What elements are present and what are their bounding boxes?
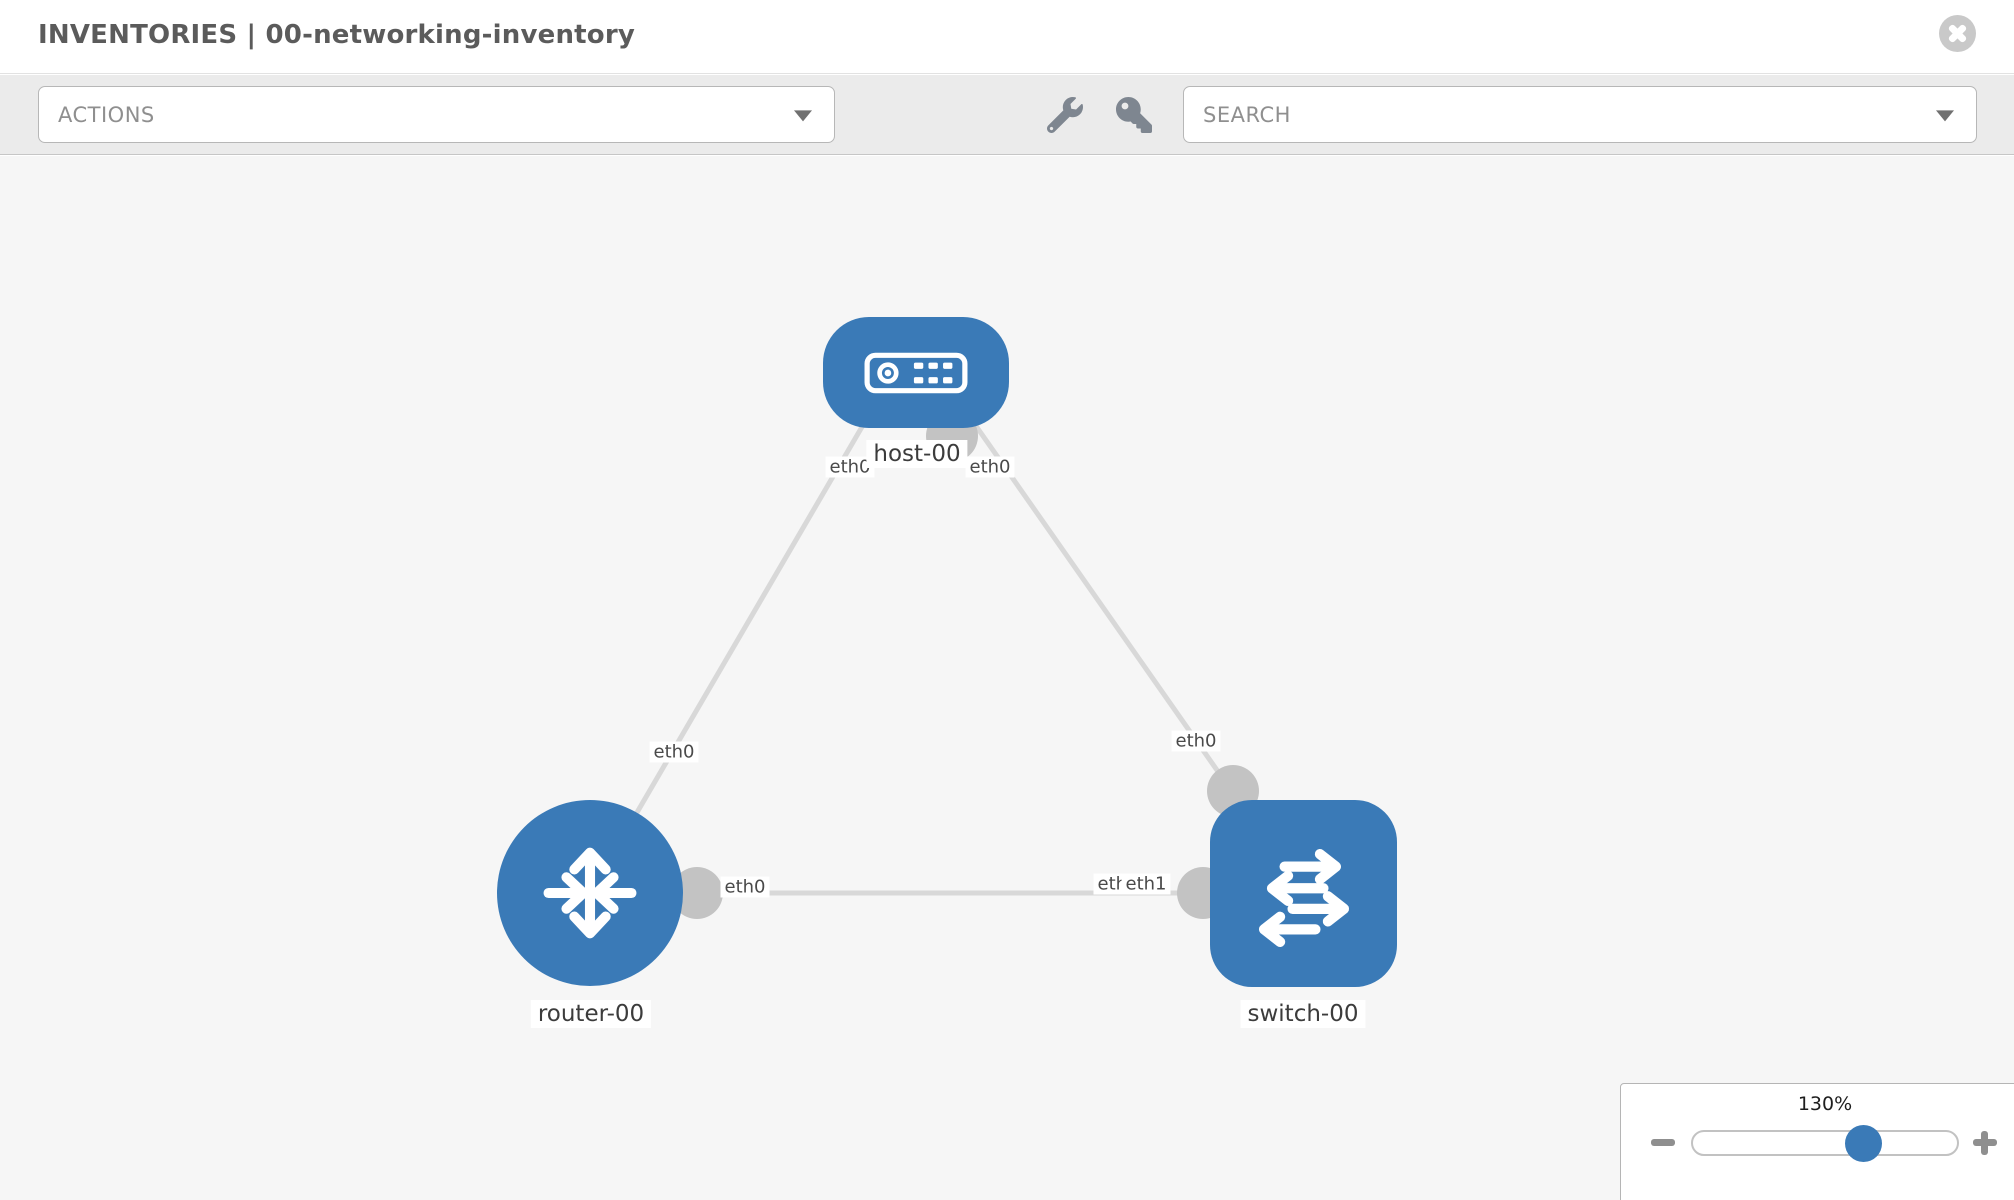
switch-icon — [1258, 848, 1349, 947]
search-dropdown-label: SEARCH — [1203, 102, 1291, 127]
iface-connector-router[interactable] — [671, 867, 723, 919]
chevron-down-icon — [794, 109, 812, 121]
iface-label: eth0 — [1171, 730, 1221, 752]
iface-label: eth0 — [965, 456, 1015, 478]
router-icon — [543, 847, 637, 939]
node-label-router[interactable]: router-00 — [530, 1000, 652, 1028]
iface-label: eth0 — [649, 741, 699, 763]
actions-dropdown-label: ACTIONS — [58, 102, 155, 127]
zoom-out-icon[interactable] — [1651, 1139, 1675, 1146]
toolbar: ACTIONS SEARCH — [0, 75, 2014, 155]
actions-dropdown[interactable]: ACTIONS — [38, 86, 835, 143]
iface-label: eth0 — [720, 876, 770, 898]
node-label-host[interactable]: host-00 — [866, 440, 968, 468]
header-bar: INVENTORIES | 00-networking-inventory — [0, 0, 2014, 74]
zoom-panel: 130% — [1620, 1083, 2014, 1200]
key-icon[interactable] — [1116, 97, 1152, 133]
host-icon — [864, 352, 968, 393]
topology-canvas[interactable]: host-00 router-00 switch-00 eth0 eth0 et… — [0, 156, 2014, 1200]
close-icon[interactable] — [1939, 15, 1976, 52]
zoom-slider-track[interactable] — [1691, 1130, 1959, 1156]
node-switch[interactable] — [1210, 800, 1397, 987]
node-router[interactable] — [497, 800, 683, 986]
node-host[interactable] — [823, 317, 1009, 428]
wrench-icon[interactable] — [1046, 97, 1083, 134]
page-title: INVENTORIES | 00-networking-inventory — [38, 20, 636, 50]
chevron-down-icon — [1936, 109, 1954, 121]
search-dropdown[interactable]: SEARCH — [1183, 86, 1977, 143]
iface-label: eth0 — [825, 456, 875, 478]
links-layer — [587, 394, 1306, 919]
iface-label: eth1 — [1121, 873, 1171, 895]
zoom-percent: 130% — [1797, 1093, 1853, 1115]
link-host-router[interactable] — [587, 394, 883, 895]
node-label-switch[interactable]: switch-00 — [1240, 1000, 1366, 1028]
zoom-slider-thumb[interactable] — [1845, 1125, 1882, 1162]
zoom-in-icon[interactable] — [1973, 1131, 1997, 1155]
